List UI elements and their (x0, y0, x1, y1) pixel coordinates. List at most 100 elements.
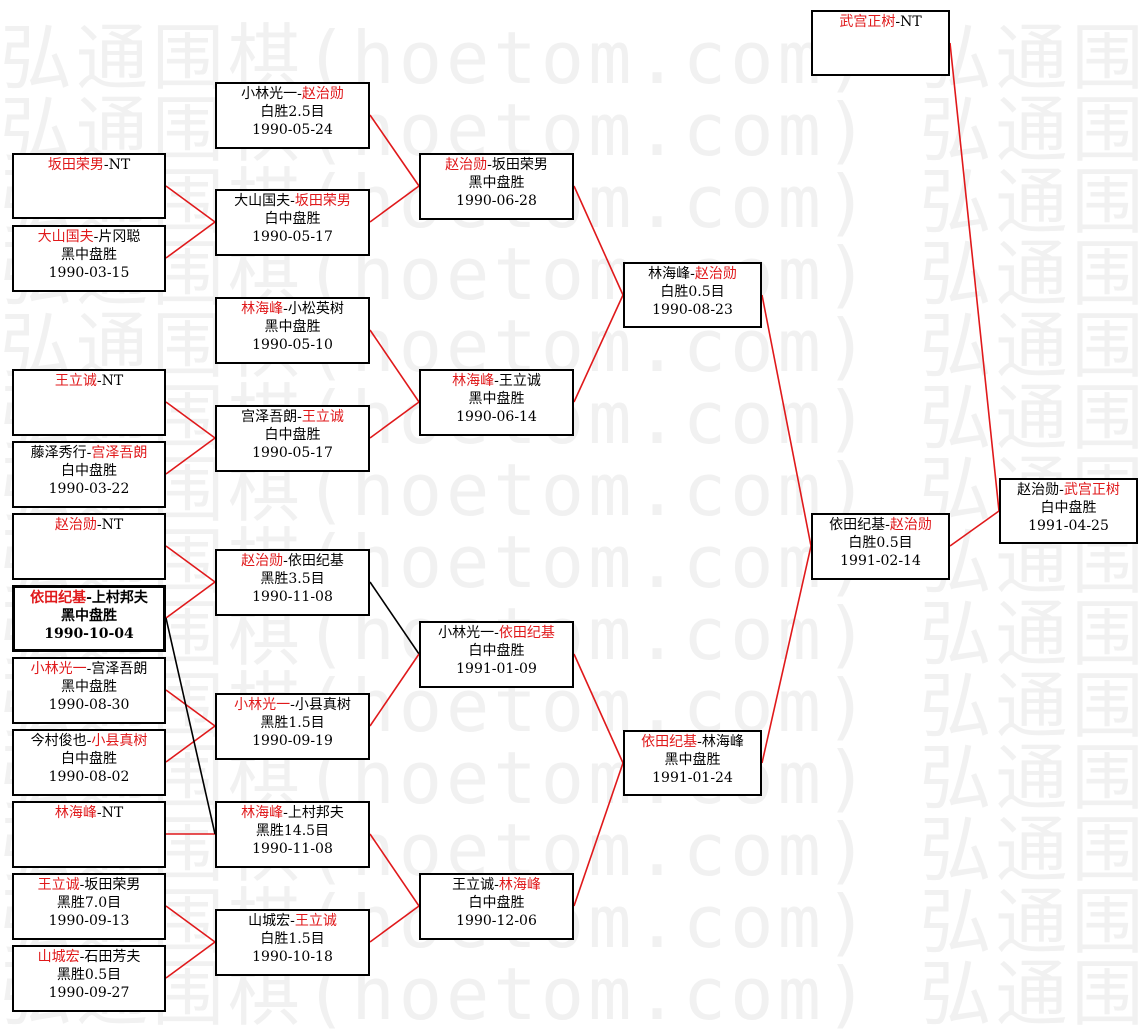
match-date: 1991-01-09 (456, 661, 537, 677)
player-separator: - (494, 877, 499, 893)
match-result: 白中盘胜 (468, 643, 525, 659)
player-separator: - (290, 913, 295, 929)
player-black: 王立诚 (37, 877, 80, 893)
player-separator: - (96, 805, 102, 821)
match-date (14, 192, 164, 210)
match-result: 白中盘胜 (61, 463, 117, 479)
match-result: 白胜1.5目 (260, 931, 325, 947)
match-players: 宫泽吾朗-王立诚 (217, 408, 368, 426)
match-date (813, 49, 948, 67)
match-players: 小林光一-小县真树 (217, 696, 368, 714)
player-white: 依田纪基 (287, 553, 344, 569)
winner-connector (165, 185, 216, 223)
match-result: 黑胜7.0目 (56, 895, 122, 911)
winner-connector (761, 294, 812, 547)
winner-connector (165, 905, 216, 943)
player-white: 武宫正树 (1063, 482, 1120, 498)
player-separator: - (93, 229, 99, 245)
player-black: 林海峰 (241, 805, 284, 821)
player-separator: - (697, 734, 702, 750)
player-separator: - (86, 733, 92, 749)
match-date: 1990-12-06 (456, 913, 537, 929)
player-separator: - (494, 625, 499, 641)
player-black: 武宫正树 (839, 14, 896, 30)
player-white: NT (108, 157, 131, 173)
winner-connector (369, 401, 420, 439)
match-box: 武宫正树-NT (811, 10, 950, 76)
match-box: 林海峰-NT (12, 801, 166, 868)
match-players: 小林光一-依田纪基 (421, 624, 572, 642)
match-result (14, 534, 164, 552)
match-players: 赵治勋-NT (14, 516, 164, 534)
player-separator: - (297, 409, 302, 425)
player-black: 赵治勋 (445, 157, 488, 173)
player-black: 赵治勋 (54, 517, 97, 533)
match-date: 1990-09-13 (48, 913, 130, 929)
player-black: 林海峰 (452, 373, 495, 389)
match-result: 黑胜3.5目 (260, 571, 325, 587)
match-date: 1990-11-08 (252, 841, 333, 857)
match-players: 林海峰-上村邦夫 (217, 804, 368, 822)
match-players: 赵治勋-武宫正树 (1001, 481, 1136, 499)
player-separator: - (103, 157, 109, 173)
match-box: 王立诚-坂田荣男黑胜7.0目 1990-09-13 (12, 873, 166, 940)
player-black: 依田纪基 (641, 734, 698, 750)
player-white: NT (101, 805, 124, 821)
winner-connector (165, 437, 216, 475)
player-white: NT (101, 373, 124, 389)
player-separator: - (283, 553, 288, 569)
player-black: 藤泽秀行 (30, 445, 87, 461)
player-white: 宫泽吾朗 (91, 445, 148, 461)
player-white: 坂田荣男 (84, 877, 141, 893)
match-players: 小林光一-宫泽吾朗 (14, 660, 164, 678)
winner-connector (761, 545, 812, 764)
match-players: 大山国夫-片冈聪 (14, 228, 164, 246)
player-separator: - (86, 661, 92, 677)
match-date: 1990-09-27 (48, 985, 130, 1001)
player-white: 石田芳夫 (84, 949, 141, 965)
match-date: 1991-04-25 (1028, 518, 1109, 534)
match-date: 1990-11-08 (252, 589, 333, 605)
match-date (14, 552, 164, 570)
player-white: 王立诚 (294, 913, 337, 929)
match-players: 林海峰-王立诚 (421, 372, 572, 390)
player-black: 大山国夫 (37, 229, 94, 245)
player-black: 小林光一 (234, 697, 291, 713)
player-separator: - (487, 157, 492, 173)
match-players: 林海峰-NT (14, 804, 164, 822)
match-result: 白中盘胜 (264, 427, 321, 443)
winner-connector (369, 185, 420, 223)
player-separator: - (96, 373, 102, 389)
match-players: 赵治勋-依田纪基 (217, 552, 368, 570)
match-result: 白中盘胜 (468, 895, 525, 911)
player-separator: - (283, 301, 288, 317)
winner-connector (949, 510, 1000, 547)
player-separator: - (79, 877, 85, 893)
match-players: 林海峰-赵治勋 (625, 265, 760, 283)
winner-connector (573, 294, 624, 403)
player-separator: - (1059, 482, 1064, 498)
match-result: 白中盘胜 (264, 211, 321, 227)
player-white: 小松英树 (287, 301, 344, 317)
match-result: 白胜0.5目 (660, 284, 725, 300)
match-result: 黑胜0.5目 (56, 967, 122, 983)
player-white: 坂田荣男 (491, 157, 548, 173)
player-black: 林海峰 (54, 805, 97, 821)
player-black: 王立诚 (452, 877, 495, 893)
match-date: 1991-02-14 (840, 553, 921, 569)
player-black: 依田纪基 (829, 517, 886, 533)
player-white: 小县真树 (91, 733, 148, 749)
match-result: 白中盘胜 (61, 751, 117, 767)
match-result: 白胜0.5目 (848, 535, 913, 551)
